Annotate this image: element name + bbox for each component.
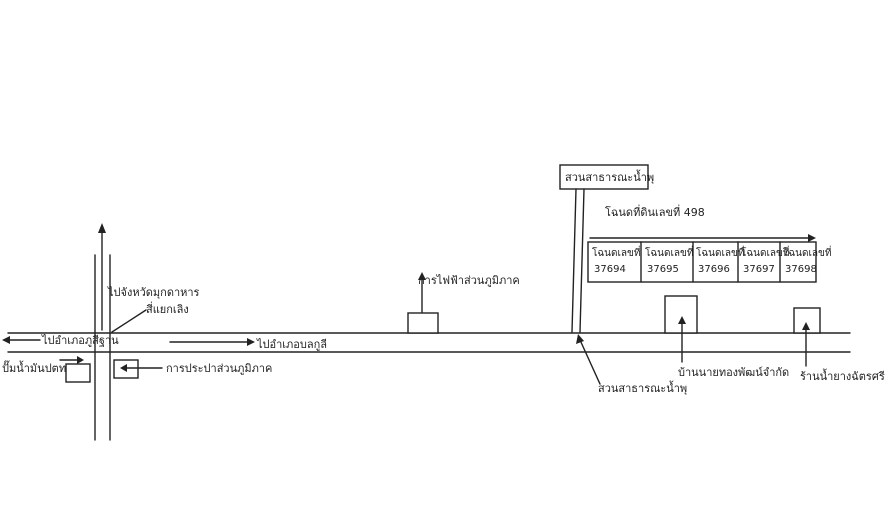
park-entrance-arrow-head bbox=[576, 334, 584, 344]
house-1-box bbox=[664, 295, 698, 334]
land-parcels-box bbox=[587, 241, 817, 283]
label-left-arrow: ไปอำเภอภูสีฐาน bbox=[41, 334, 119, 347]
parcel-4-title: โฉนดเลขที่ bbox=[741, 245, 790, 259]
parcel-2-number: 37695 bbox=[647, 264, 679, 275]
parcel-2-title: โฉนดเลขที่ bbox=[645, 245, 694, 259]
west-arrow-head bbox=[2, 336, 10, 344]
label-traffic-light: สี่แยกเลิง bbox=[146, 301, 189, 316]
park-entrance-pointer bbox=[579, 339, 601, 385]
sign-pole-right bbox=[579, 188, 585, 333]
parcel-1-number: 37694 bbox=[594, 264, 626, 275]
label-park-sign: สวนสาธารณะน้ำพุ bbox=[565, 169, 654, 184]
north-arrow-head bbox=[98, 223, 106, 233]
house-2-box bbox=[793, 307, 821, 334]
parcel-5-title: โฉนดเลขที่ bbox=[783, 245, 832, 259]
label-intersection-top: ไปจังหวัดมุกดาหาร bbox=[107, 286, 200, 299]
parcel-3-title: โฉนดเลขที่ bbox=[696, 245, 745, 259]
label-electricity-office: การไฟฟ้าส่วนภูมิภาค bbox=[418, 274, 520, 287]
label-park-bottom: สวนสาธารณะน้ำพุ bbox=[598, 380, 687, 395]
label-gas-station: ปั๊มน้ำมันปตท bbox=[2, 360, 66, 375]
sign-pole-left bbox=[571, 188, 577, 333]
parcel-4-number: 37697 bbox=[743, 264, 775, 275]
gas-station-arrow-head bbox=[77, 356, 84, 364]
house-1-arrow-head bbox=[678, 316, 686, 324]
parcel-1-title: โฉนดเลขที่ bbox=[592, 245, 641, 259]
land-arrow-head bbox=[808, 234, 816, 242]
label-water-authority: การประปาส่วนภูมิภาค bbox=[166, 362, 272, 375]
park-sign-box bbox=[559, 164, 649, 190]
parcel-3-number: 37696 bbox=[698, 264, 730, 275]
label-road-right: ไปอำเภอบลกูลี bbox=[256, 338, 327, 351]
label-land-total: โฉนดที่ดินเลขที่ 498 bbox=[605, 204, 705, 219]
label-house-1: บ้านนายทองพัฒน์จำกัด bbox=[678, 366, 789, 379]
traffic-light-pointer bbox=[111, 309, 147, 333]
house-2-arrow-head bbox=[802, 322, 810, 330]
water-authority-arrow-head bbox=[120, 364, 127, 372]
electricity-arrow-head bbox=[418, 272, 426, 280]
parcel-5-number: 37698 bbox=[785, 264, 817, 275]
east-arrow-head bbox=[247, 338, 255, 346]
label-house-2: ร้านน้ำยางฉัตรศรี bbox=[800, 368, 885, 383]
electricity-office-box bbox=[407, 312, 439, 334]
gas-station-box bbox=[65, 363, 91, 383]
